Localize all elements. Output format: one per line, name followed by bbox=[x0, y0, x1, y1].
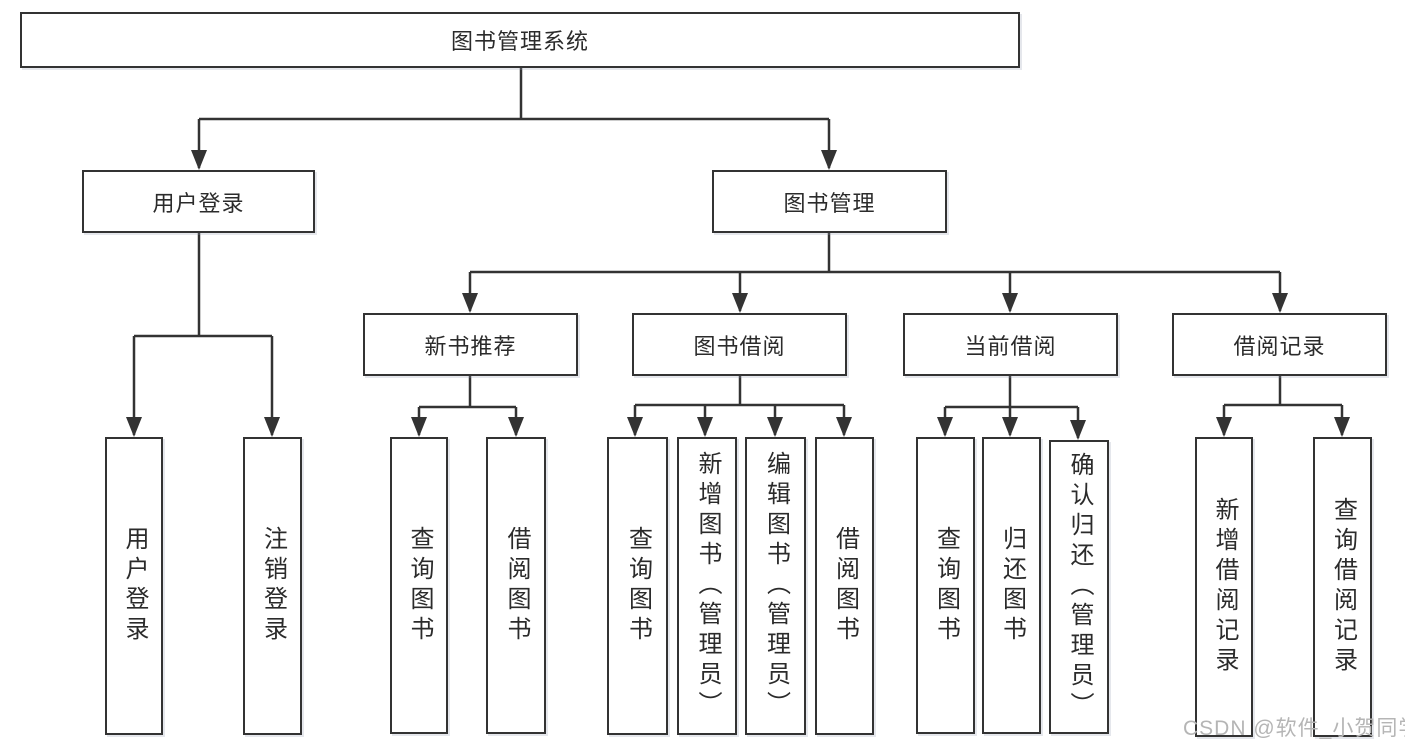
node-library-management-system: 图书管理系统 bbox=[20, 12, 1020, 68]
node-borrow-borrow-book: 借阅图书 bbox=[815, 437, 874, 735]
node-recommend-borrow-book: 借阅图书 bbox=[486, 437, 546, 734]
node-user-login: 用户登录 bbox=[82, 170, 315, 233]
node-user-login-action: 用户登录 bbox=[105, 437, 163, 735]
node-current-borrow: 当前借阅 bbox=[903, 313, 1118, 376]
node-borrow-query-book: 查询图书 bbox=[607, 437, 668, 735]
node-borrow-records: 借阅记录 bbox=[1172, 313, 1387, 376]
node-recommend-query-book: 查询图书 bbox=[390, 437, 448, 734]
csdn-watermark: CSDN @软件_小贺同学 bbox=[1183, 717, 1405, 740]
connector-user-login-children bbox=[132, 233, 274, 435]
node-current-return-book: 归还图书 bbox=[982, 437, 1041, 734]
node-current-query-book: 查询图书 bbox=[916, 437, 975, 734]
node-borrow-edit-book-admin: 编辑图书（管理员） bbox=[745, 437, 806, 735]
node-current-confirm-return-admin: 确认归还（管理员） bbox=[1049, 440, 1109, 734]
connector-current-children bbox=[943, 376, 1080, 438]
connector-recommend-children bbox=[417, 376, 518, 435]
node-logout-action: 注销登录 bbox=[243, 437, 302, 735]
node-new-book-recommend: 新书推荐 bbox=[363, 313, 578, 376]
connector-records-children bbox=[1222, 376, 1344, 435]
node-borrow-add-book-admin: 新增图书（管理员） bbox=[677, 437, 737, 735]
node-records-query-record: 查询借阅记录 bbox=[1313, 437, 1372, 737]
node-book-management: 图书管理 bbox=[712, 170, 947, 233]
connector-book-management-children bbox=[468, 233, 1282, 311]
node-records-add-record: 新增借阅记录 bbox=[1195, 437, 1253, 737]
node-book-borrow: 图书借阅 bbox=[632, 313, 847, 376]
connector-borrow-children bbox=[633, 376, 846, 435]
connector-root-to-level2 bbox=[197, 68, 831, 168]
